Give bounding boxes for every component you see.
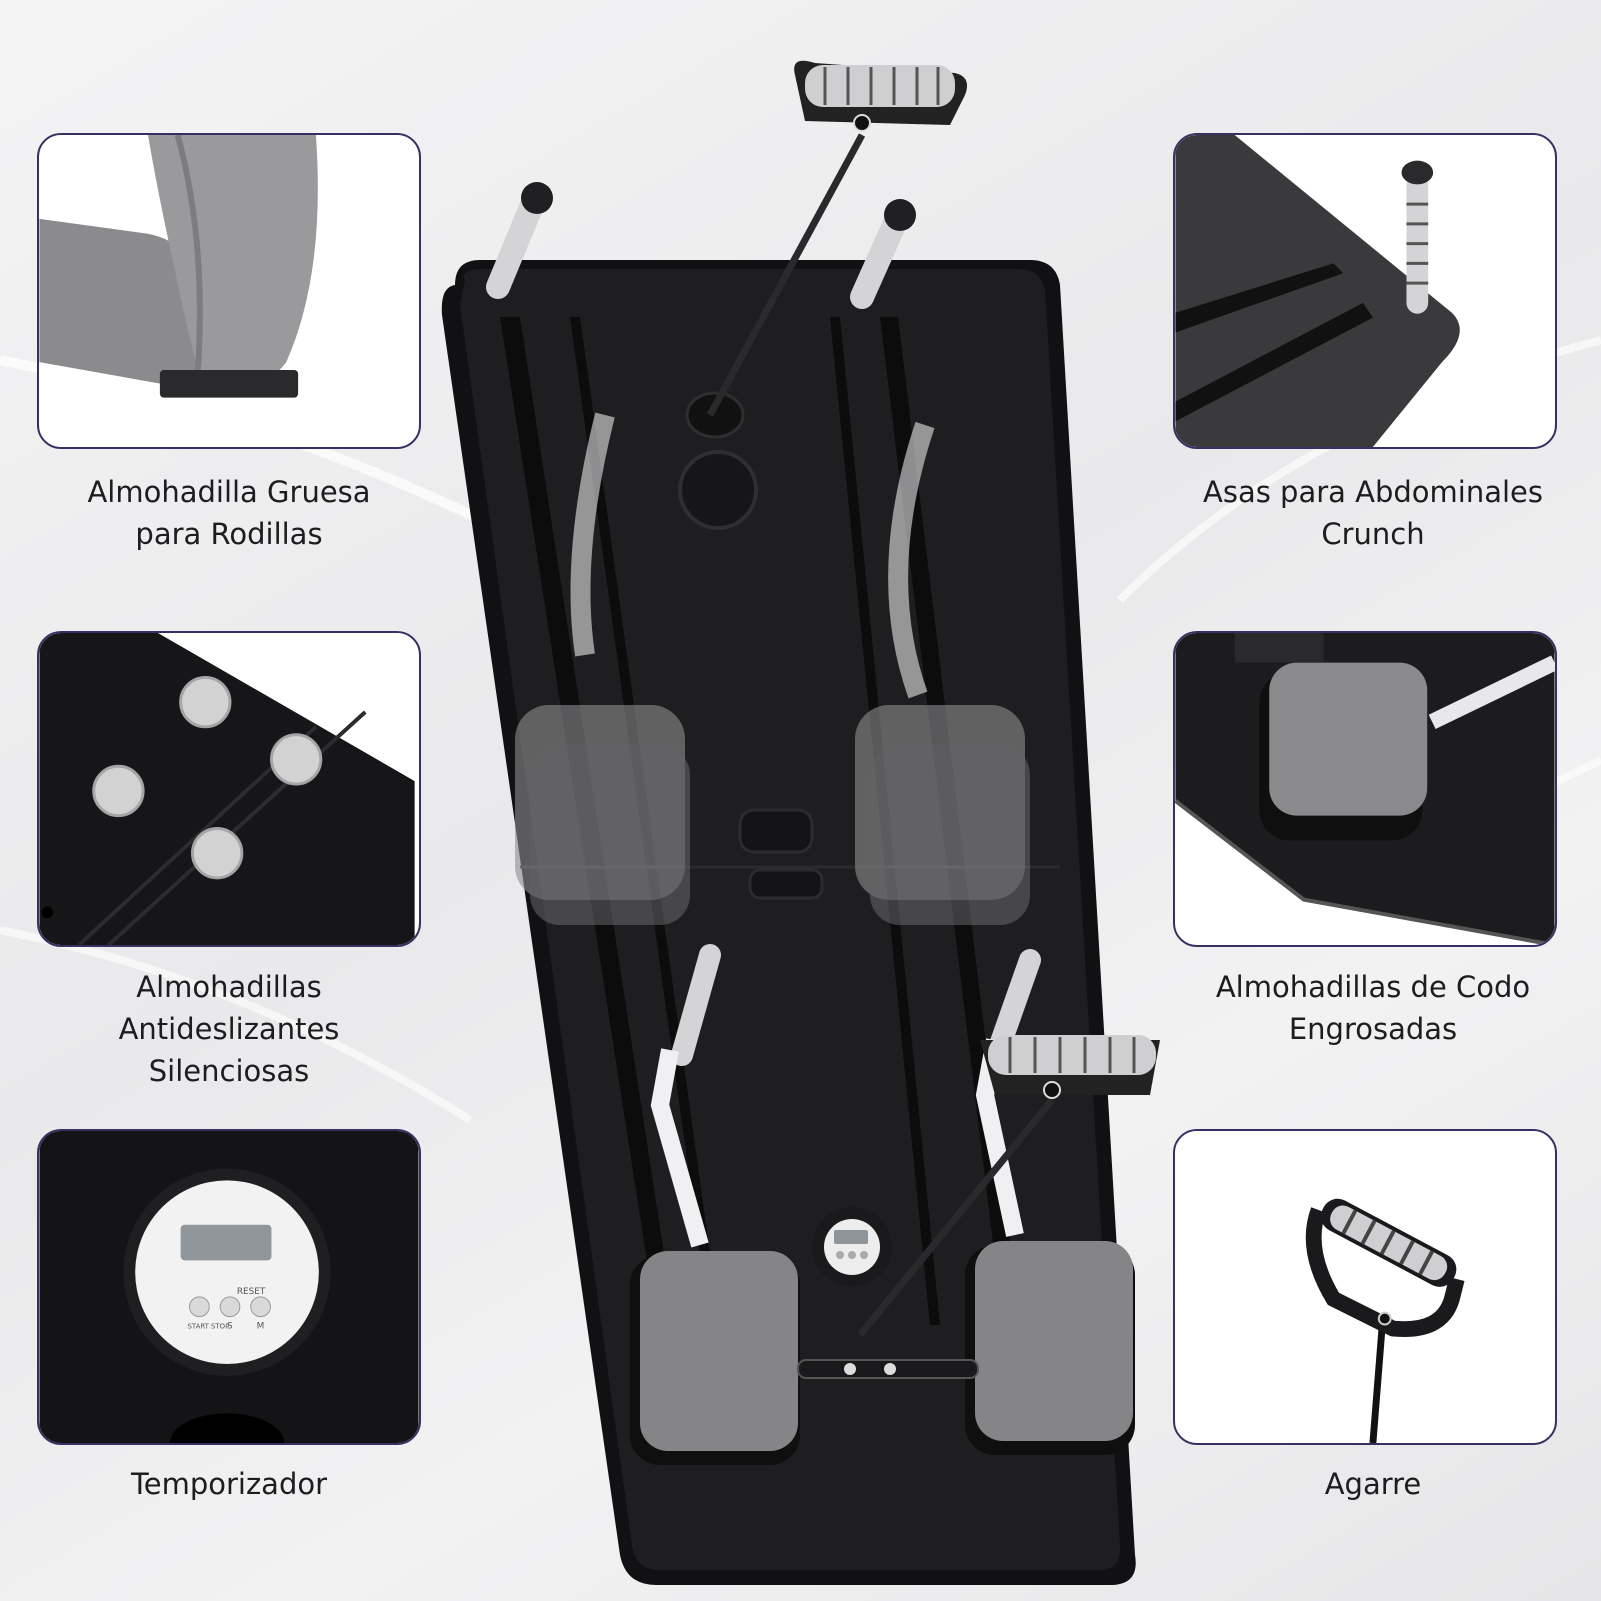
grip-illustration xyxy=(1175,1131,1555,1443)
panel-crunch-handles xyxy=(1173,133,1557,449)
panel-timer: RESET S M START STOP xyxy=(37,1129,421,1445)
lower-grip-handle xyxy=(980,1035,1160,1099)
panel-grip xyxy=(1173,1129,1557,1445)
upper-left-post xyxy=(486,182,553,299)
timer-start-stop-label: START STOP xyxy=(188,1322,230,1330)
board-timer xyxy=(812,1207,892,1287)
knee-pads xyxy=(630,1241,1135,1465)
caption-anti-slip-pads: Almohadillas Antideslizantes Silenciosas xyxy=(118,970,340,1088)
knee-pad-illustration xyxy=(39,135,419,447)
anti-slip-pads-illustration xyxy=(39,633,419,945)
upper-right-post xyxy=(850,199,916,309)
caption-crunch-handles: Asas para Abdominales Crunch xyxy=(1203,475,1543,551)
ab-roller-board xyxy=(441,60,1160,1585)
timer-reset-label: RESET xyxy=(237,1287,266,1297)
timer-illustration: RESET S M START STOP xyxy=(39,1131,419,1443)
crunch-handles-illustration xyxy=(1175,135,1555,447)
panel-anti-slip-pads xyxy=(37,631,421,947)
top-grip-handle xyxy=(794,60,968,132)
timer-s-label: S xyxy=(227,1321,233,1331)
caption-elbow-pads: Almohadillas de Codo Engrosadas xyxy=(1215,970,1531,1046)
panel-elbow-pads xyxy=(1173,631,1557,947)
caption-timer: Temporizador xyxy=(130,1467,328,1501)
timer-m-label: M xyxy=(257,1321,265,1331)
elbow-pads-illustration xyxy=(1175,633,1555,945)
panel-knee-pad xyxy=(37,133,421,449)
motion-blur-elbow-pads xyxy=(515,412,1030,925)
caption-knee-pad: Almohadilla Gruesa para Rodillas xyxy=(87,475,371,551)
caption-grip: Agarre xyxy=(1324,1467,1422,1501)
